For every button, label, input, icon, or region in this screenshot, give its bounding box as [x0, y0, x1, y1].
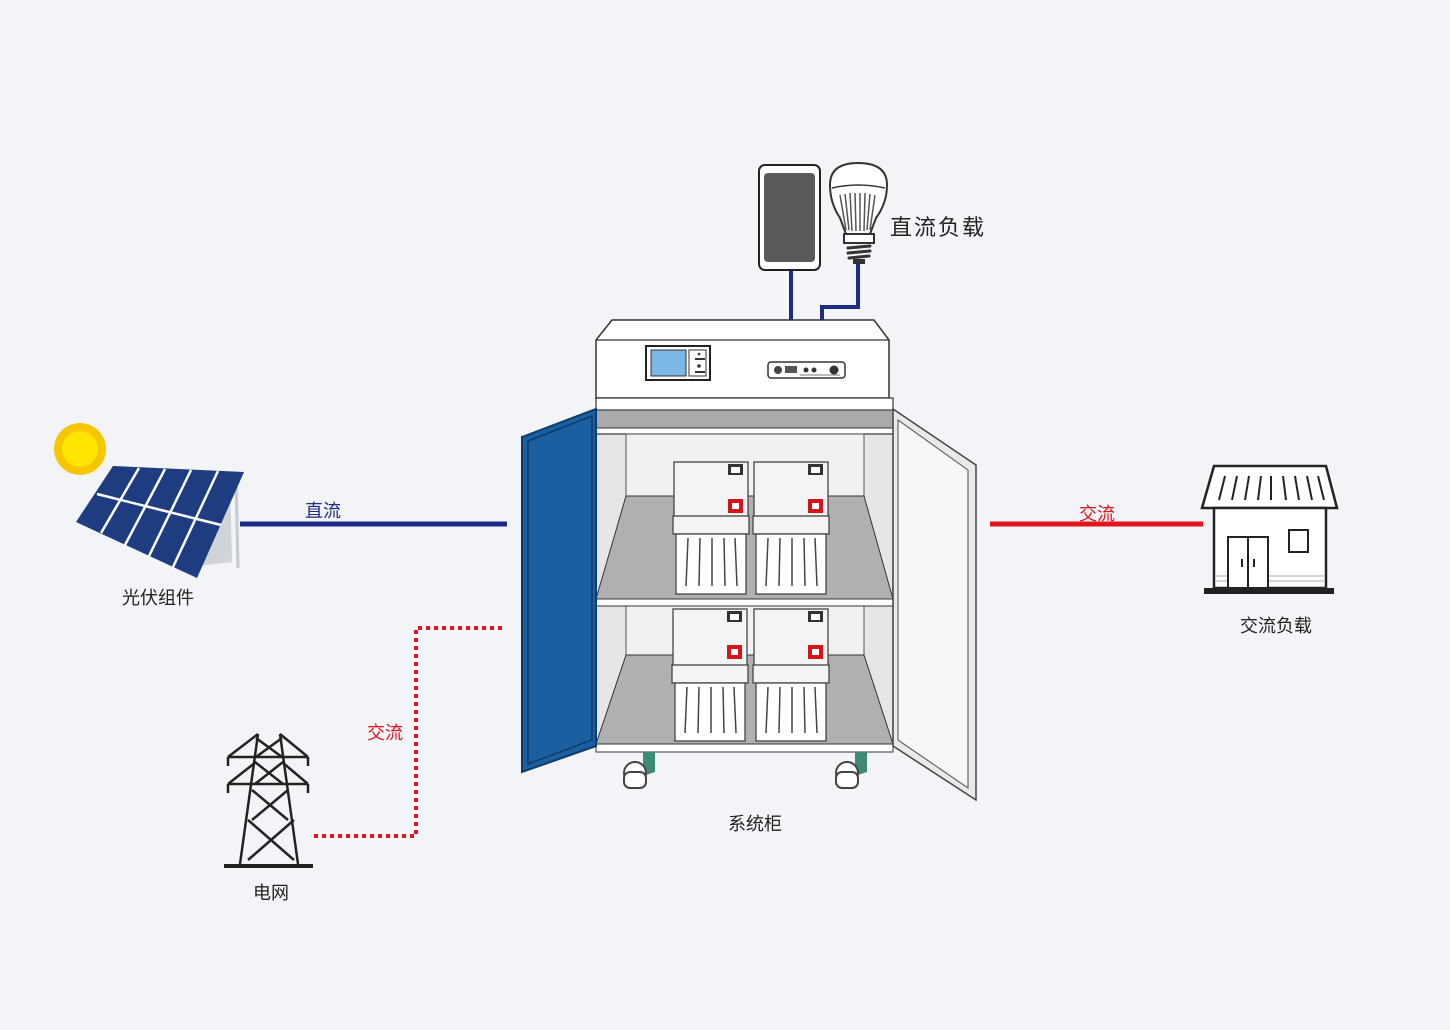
- battery-icon: [671, 608, 749, 742]
- sun-icon: [54, 423, 106, 475]
- dc-line-label: 直流: [305, 501, 341, 522]
- cabinet-wheel-right: [835, 752, 867, 789]
- ac-line-grid: [314, 626, 504, 838]
- cabinet-wheel-left: [623, 752, 655, 789]
- cabinet-right-door: [892, 407, 977, 802]
- cabinet-label: 系统柜: [728, 814, 782, 835]
- light-bulb-icon: [828, 161, 889, 264]
- grid-label: 电网: [253, 883, 289, 904]
- house-icon: [1200, 464, 1339, 594]
- solar-panel-icon: [76, 466, 244, 578]
- dc-output-ports: [767, 361, 846, 379]
- battery-icon: [752, 608, 830, 742]
- phone-icon: [758, 164, 821, 271]
- dc-load-label: 直流负载: [890, 216, 987, 241]
- battery-icon: [752, 461, 830, 595]
- power-tower-icon: [224, 733, 313, 868]
- battery-icon: [672, 461, 750, 595]
- ac-load-label: 交流负载: [1240, 616, 1312, 637]
- cabinet-left-door: [521, 407, 597, 774]
- display-screen: [645, 345, 711, 381]
- ac-line-load-label: 交流: [1079, 504, 1115, 525]
- solar-panel-label: 光伏组件: [122, 588, 194, 609]
- ac-line-grid-label: 交流: [367, 723, 403, 744]
